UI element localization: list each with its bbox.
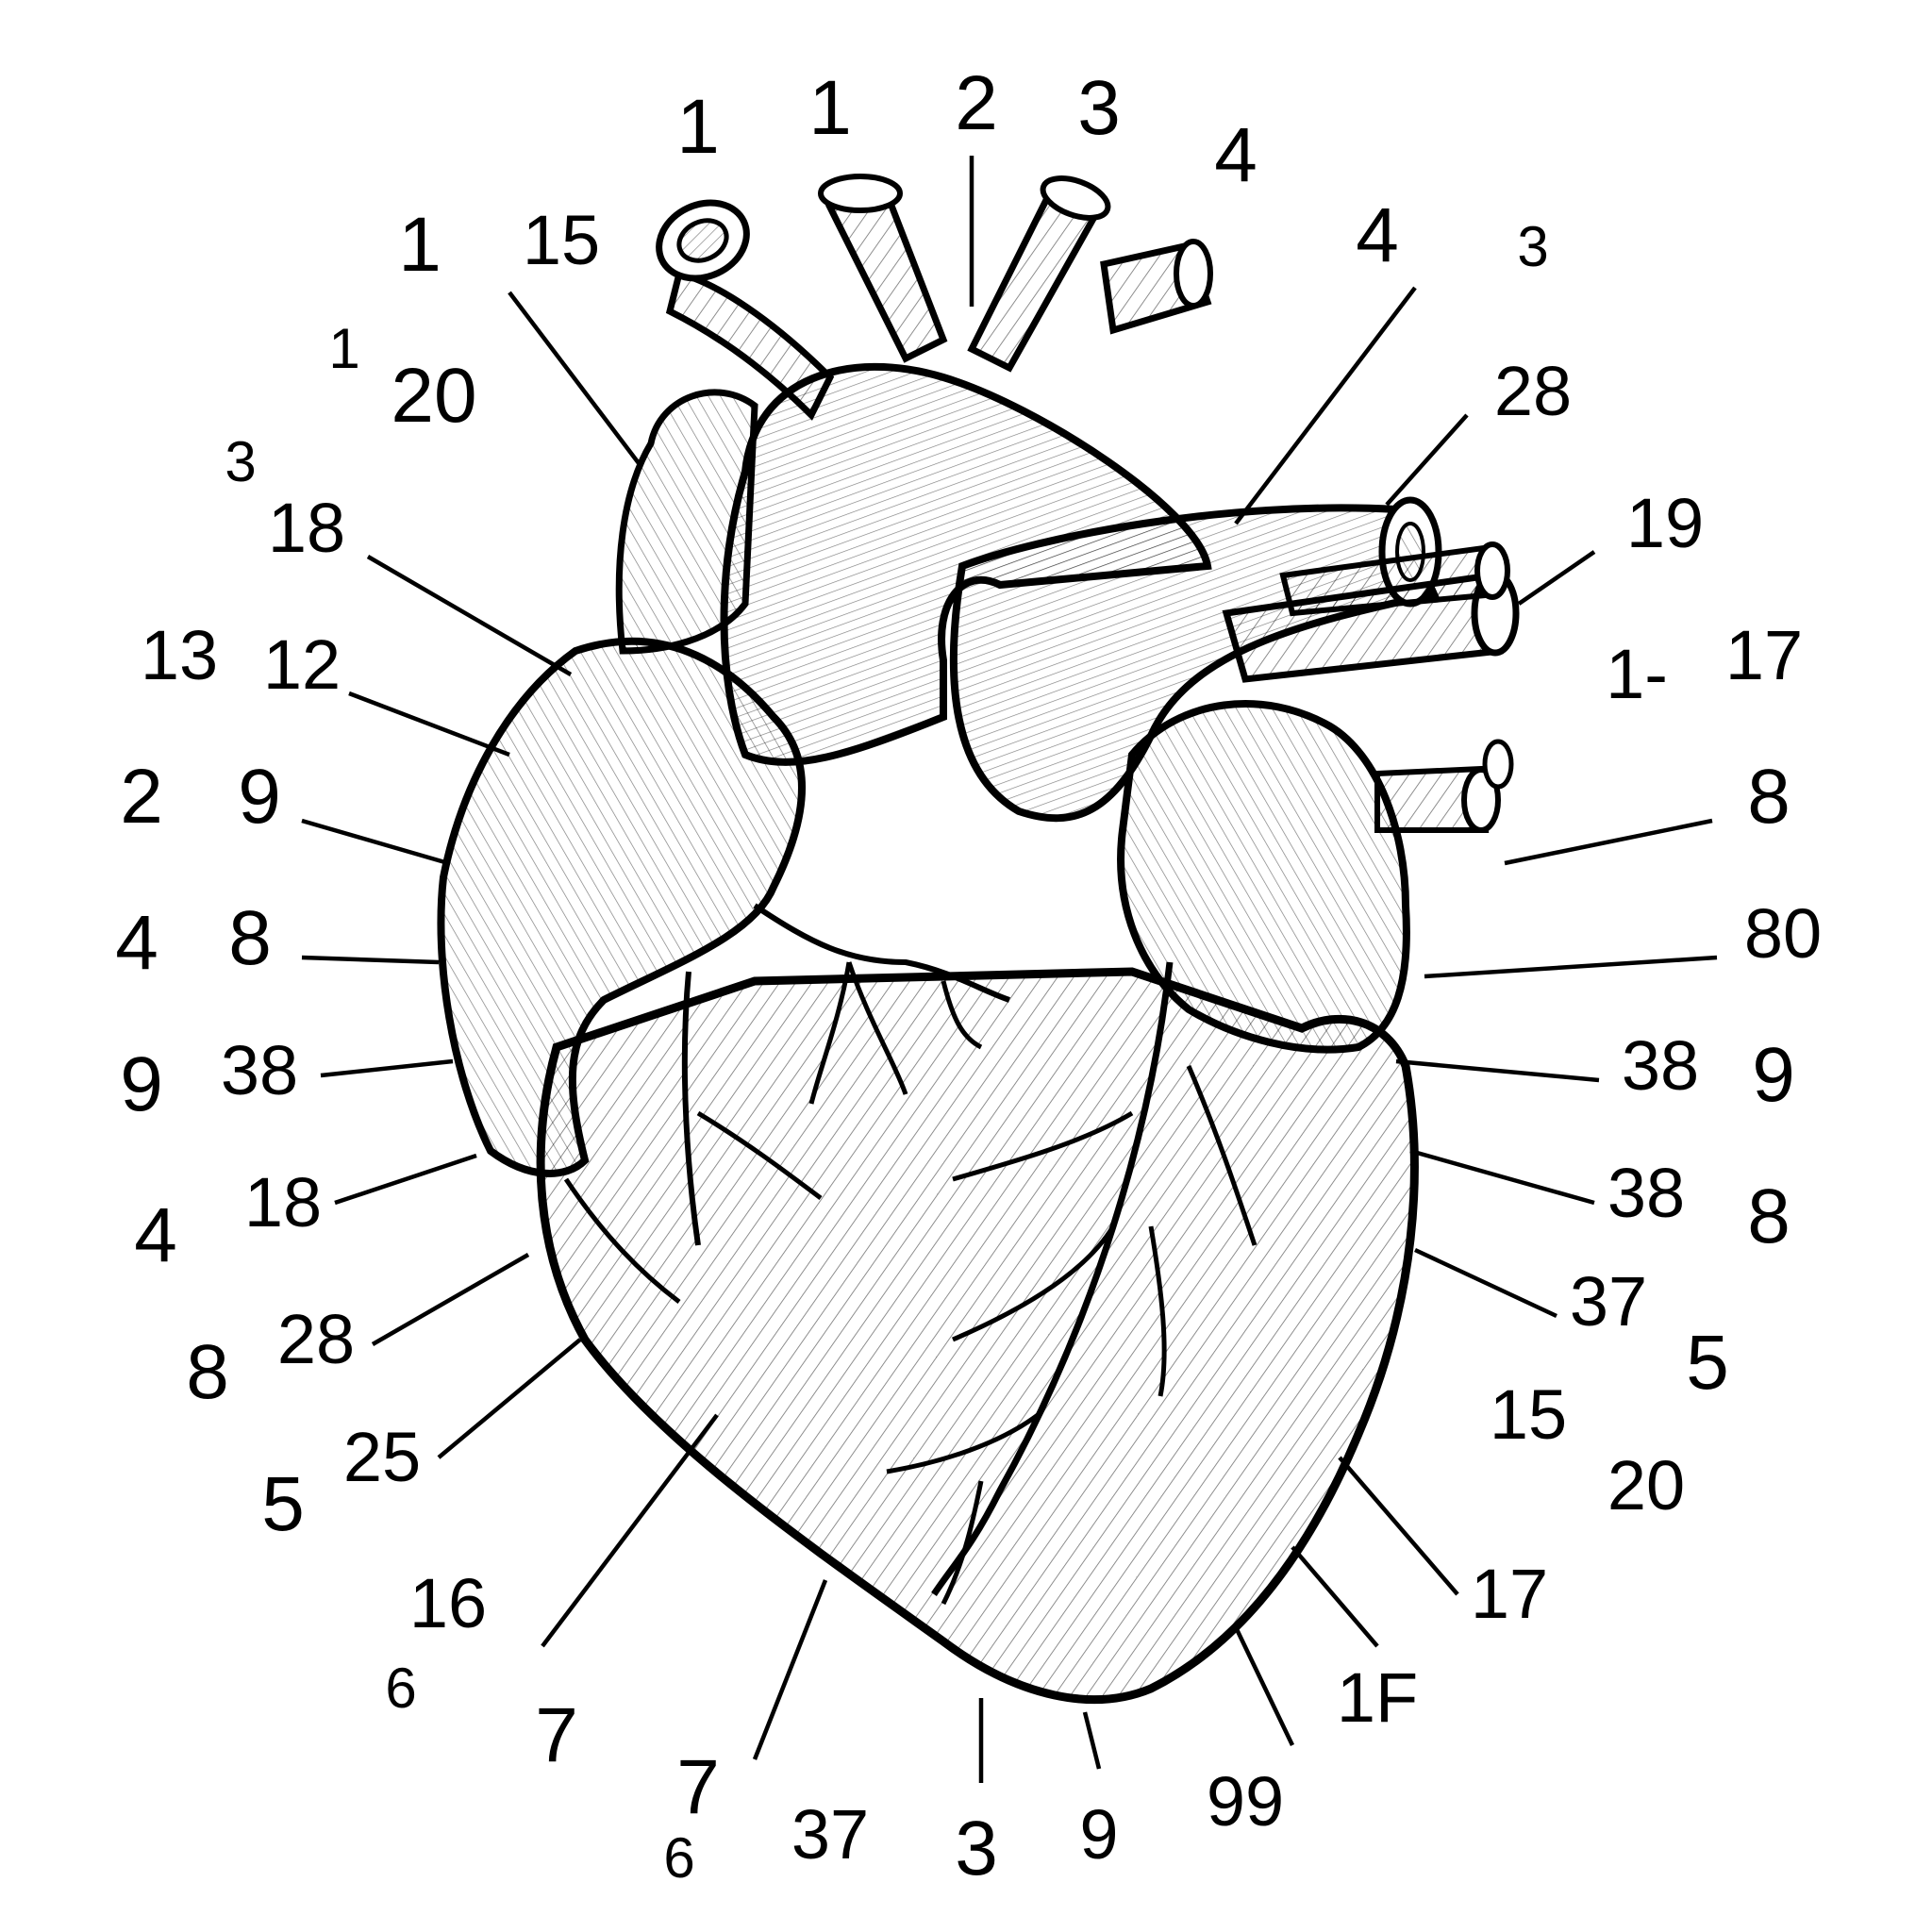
label-24: 8 [228,895,272,981]
label-12: 28 [1493,352,1573,430]
label-5: 4 [1214,112,1257,198]
label-26: 9 [120,1041,163,1127]
label-34: 8 [186,1329,229,1415]
label-44: 17 [1470,1555,1549,1633]
label-11: 20 [391,353,477,439]
label-37: 5 [1686,1320,1729,1406]
label-27: 38 [220,1031,299,1109]
label-2: 1 [808,65,852,151]
label-15: 19 [1625,484,1705,562]
label-51: 9 [1079,1795,1119,1874]
label-8: 4 [1356,192,1399,278]
label-10: 1 [328,317,360,380]
label-47: 7 [676,1744,720,1830]
label-32: 38 [1607,1154,1686,1232]
label-39: 25 [342,1418,422,1496]
label-3: 2 [955,60,998,146]
label-33: 8 [1747,1174,1790,1259]
label-45: 7 [535,1692,578,1778]
label-42: 16 [408,1564,488,1642]
label-13: 3 [225,430,257,493]
label-43: 6 [385,1657,417,1720]
label-21: 9 [238,754,281,840]
label-25: 80 [1743,894,1823,973]
label-36: 37 [1569,1262,1648,1341]
label-7: 15 [522,201,601,279]
coronary-vessel [753,903,1010,1003]
label-9: 3 [1517,215,1549,278]
subclavian-vessel [967,193,1100,373]
label-19: 17 [1724,616,1804,694]
label-22: 8 [1747,754,1790,840]
ventricles [536,967,1419,1705]
label-46: 1F [1336,1658,1419,1737]
label-40: 15 [1489,1375,1568,1454]
label-49: 37 [791,1795,870,1874]
label-38: 5 [261,1461,305,1547]
label-50: 3 [955,1806,998,1891]
superior-vena-cava [615,389,758,655]
label-18: 1- [1606,635,1668,713]
label-1: 1 [676,84,720,170]
label-23: 4 [115,900,158,986]
label-20: 2 [120,754,163,840]
label-30: 4 [134,1192,177,1278]
label-35: 28 [276,1300,356,1378]
carotid-vessel [824,189,948,363]
leader-lines [301,156,1718,1783]
label-52: 99 [1206,1762,1285,1840]
label-4: 3 [1077,65,1121,151]
label-28: 38 [1621,1026,1700,1105]
label-29: 9 [1752,1032,1795,1118]
label-48: 6 [663,1826,695,1890]
label-17: 12 [262,625,341,704]
label-14: 18 [267,489,346,567]
label-6: 1 [398,202,441,288]
label-41: 20 [1607,1446,1686,1524]
label-16: 13 [140,616,219,694]
brachiocephalic-vessel [665,269,835,421]
label-31: 18 [243,1163,323,1241]
